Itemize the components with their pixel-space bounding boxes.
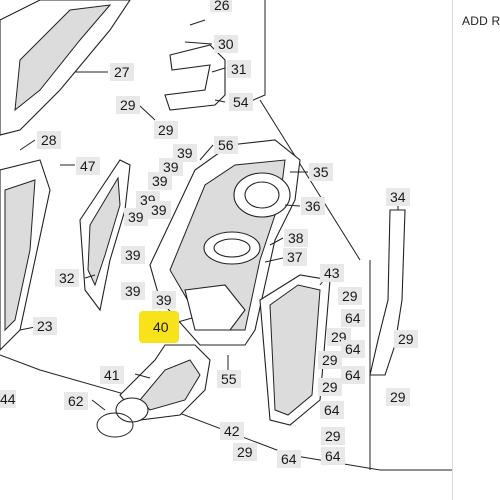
callout-38: 38	[288, 230, 304, 246]
highlight-box	[139, 311, 179, 343]
callout-54: 54	[233, 94, 249, 110]
callout-34: 34	[390, 189, 406, 205]
callout-64: 64	[324, 402, 340, 418]
upper-cover-part	[0, 0, 131, 136]
callout-29: 29	[158, 122, 174, 138]
callout-42: 42	[224, 423, 240, 439]
callout-47: 47	[80, 158, 96, 174]
callout-29: 29	[322, 352, 338, 368]
bracket-part	[164, 44, 226, 111]
callout-64: 64	[281, 451, 297, 467]
callout-36: 36	[305, 198, 321, 214]
callout-39: 39	[128, 209, 144, 225]
callout-55: 55	[221, 371, 237, 387]
callout-39: 39	[151, 202, 167, 218]
callout-29: 29	[237, 444, 253, 460]
callout-31: 31	[231, 61, 247, 77]
clamp-part	[96, 412, 134, 438]
callout-labels: 26 30 31 27 54 29 29 28 56 39 47 39 35 3…	[0, 0, 418, 468]
callout-35: 35	[313, 164, 329, 180]
parts-diagram: 26 30 31 27 54 29 29 28 56 39 47 39 35 3…	[0, 0, 452, 471]
callout-29: 29	[398, 331, 414, 347]
callout-40-highlighted: 40	[153, 319, 169, 335]
callout-39: 39	[125, 247, 141, 263]
callout-29: 29	[325, 428, 341, 444]
callout-62: 62	[68, 393, 84, 409]
add-button-text[interactable]: ADD R	[462, 14, 500, 28]
side-panel: ADD R	[452, 0, 500, 500]
side-panel-part	[0, 159, 51, 351]
callout-39: 39	[163, 159, 179, 175]
callout-30: 30	[218, 36, 234, 52]
callout-43: 43	[324, 265, 340, 281]
callout-39: 39	[177, 145, 193, 161]
callout-64: 64	[345, 367, 361, 383]
callout-29: 29	[342, 288, 358, 304]
callout-26: 26	[214, 0, 230, 13]
callout-56: 56	[218, 137, 234, 153]
callout-27: 27	[114, 64, 130, 80]
panel-32-part	[79, 159, 131, 312]
callout-41: 41	[104, 367, 120, 383]
callout-39: 39	[152, 173, 168, 189]
callout-37: 37	[287, 249, 303, 265]
callout-32: 32	[59, 270, 75, 286]
callout-64: 64	[345, 310, 361, 326]
callout-44: 44	[0, 391, 16, 407]
strap-34-part	[369, 209, 406, 376]
airbox-part	[149, 139, 301, 346]
callout-29: 29	[120, 97, 136, 113]
callout-23: 23	[37, 318, 53, 334]
callout-29: 29	[390, 389, 406, 405]
mounting-plate-part	[259, 274, 331, 426]
callout-28: 28	[41, 132, 57, 148]
callout-64: 64	[325, 448, 341, 464]
callout-39: 39	[125, 283, 141, 299]
callout-64: 64	[345, 341, 361, 357]
callout-29: 29	[322, 379, 338, 395]
callout-39: 39	[156, 292, 172, 308]
intake-boot-part	[115, 344, 211, 423]
